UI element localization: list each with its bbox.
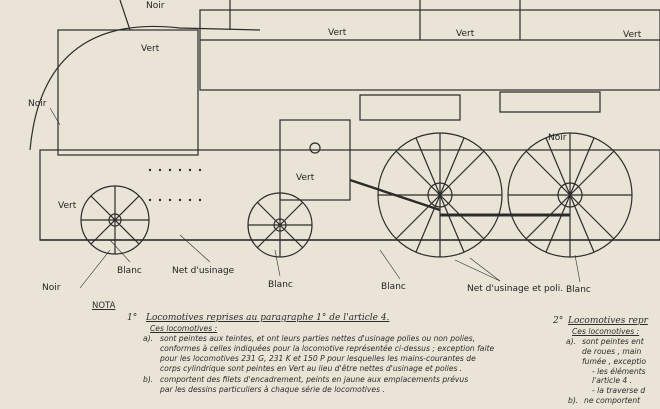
cab-roof bbox=[29, 25, 261, 151]
section2-heading: Locomotives repr bbox=[568, 316, 648, 326]
section2-a-marker: a). bbox=[566, 337, 577, 346]
label-noir-bottom: Noir bbox=[42, 283, 61, 293]
section1-a-line: pour les locomotives 231 G, 231 K et 150… bbox=[160, 354, 476, 363]
label-blanc-2: Blanc bbox=[268, 280, 293, 290]
connecting-rod bbox=[349, 178, 441, 212]
boiler-top bbox=[199, 9, 660, 91]
label-vert-top-3: Vert bbox=[623, 30, 642, 40]
section2-a-line: de roues , main bbox=[582, 347, 642, 356]
label-vert-top-1: Vert bbox=[328, 28, 347, 38]
section2-intro: Ces locomotives : bbox=[572, 327, 640, 336]
label-net-usinage-poli: Net d'usinage et poli. bbox=[467, 284, 563, 294]
driving-wheel-1 bbox=[377, 132, 503, 258]
label-blanc-1: Blanc bbox=[117, 266, 142, 276]
section1-b-line: par les dessins particuliers à chaque sé… bbox=[160, 385, 385, 394]
section1-a-marker: a). bbox=[143, 334, 154, 343]
label-noir-top: Noir bbox=[146, 1, 165, 11]
label-vert-box: Vert bbox=[296, 173, 315, 183]
firebox-box bbox=[279, 119, 351, 201]
label-noir-left: Noir bbox=[28, 99, 47, 109]
label-noir-wheel: Noir bbox=[548, 133, 567, 143]
driving-wheel-2 bbox=[507, 132, 633, 258]
label-net-usinage: Net d'usinage bbox=[172, 266, 235, 276]
label-vert-frame: Vert bbox=[58, 201, 77, 211]
section1-a-line: corps cylindrique sont peintes en Vert a… bbox=[160, 364, 463, 373]
section2-a-line: sont peintes ent bbox=[582, 337, 644, 346]
section1-heading: Locomotives reprises au paragraphe 1° de… bbox=[146, 313, 390, 323]
label-blanc-4: Blanc bbox=[566, 285, 591, 295]
section1-b-marker: b). bbox=[143, 375, 154, 384]
section1-number: 1° bbox=[127, 313, 138, 323]
section2-number: 2° bbox=[553, 316, 564, 326]
locomotive-drawing: Noir Vert Vert Vert Vert Noir Vert Vert … bbox=[28, 0, 660, 295]
section1-b-line: comportent des filets d'encadrement, pei… bbox=[160, 375, 469, 384]
label-vert-cab: Vert bbox=[141, 44, 160, 54]
cab-body bbox=[57, 29, 199, 156]
section1-a-line: conformes à celles indiquées pour la loc… bbox=[160, 344, 495, 353]
trailing-wheel bbox=[80, 185, 150, 255]
section2-a-line: - les éléments bbox=[592, 367, 646, 376]
section1-intro: Ces locomotives : bbox=[150, 324, 218, 333]
section2-a-line: l'article 4 . bbox=[592, 376, 633, 385]
section1-a-line: sont peintes aux teintes, et ont leurs p… bbox=[160, 334, 475, 343]
section2-b-marker: b). bbox=[568, 396, 579, 405]
bogie-wheel bbox=[247, 192, 313, 258]
label-vert-top-2: Vert bbox=[456, 29, 475, 39]
nota-title: NOTA bbox=[92, 301, 116, 311]
section2-a-line: fumée , exceptio bbox=[582, 357, 647, 366]
section2-a-line: - la traverse d bbox=[592, 386, 646, 395]
label-blanc-3: Blanc bbox=[381, 282, 406, 292]
section2-b-line: ne comportent bbox=[584, 396, 641, 405]
